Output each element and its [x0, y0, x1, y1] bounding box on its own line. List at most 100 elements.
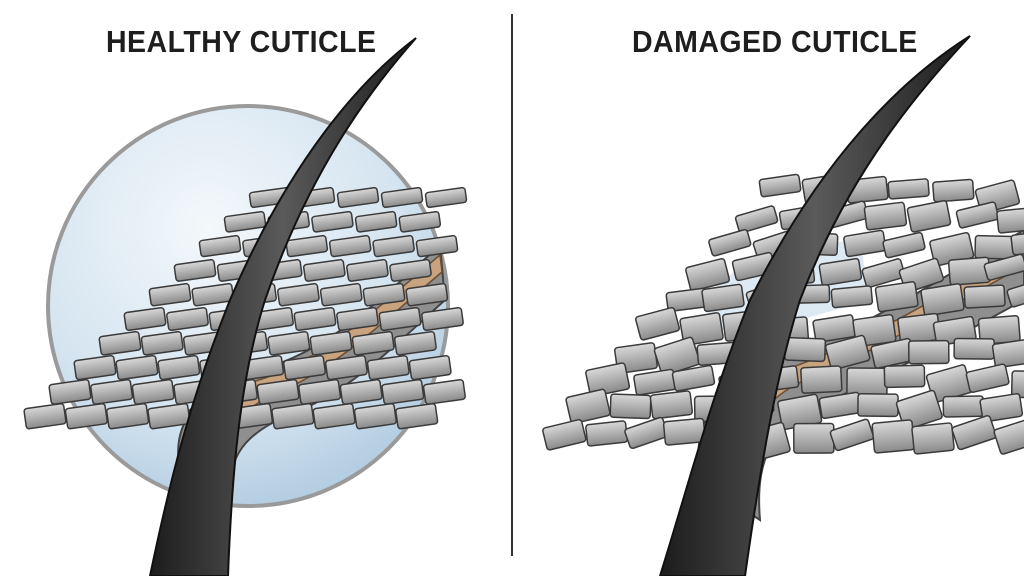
- healthy-scales: [23, 186, 468, 430]
- lifted-cuticle-scale: [883, 364, 926, 389]
- lifted-cuticle-scale: [671, 364, 716, 392]
- lifted-cuticle-scale: [708, 229, 752, 257]
- cuticle-scale: [324, 354, 368, 381]
- lifted-cuticle-scale: [947, 256, 991, 286]
- lifted-cuticle-scale: [1010, 370, 1024, 399]
- cuticle-scale: [293, 306, 337, 332]
- cuticle-scale: [64, 402, 108, 430]
- cuticle-scale: [98, 330, 142, 356]
- cuticle-scale: [346, 258, 389, 282]
- lifted-cuticle-scale: [991, 338, 1024, 369]
- cuticle-scale: [336, 306, 379, 332]
- cuticle-scale: [48, 378, 92, 405]
- cuticle-scale: [398, 210, 442, 233]
- lifted-cuticle-scale: [609, 393, 652, 420]
- lifted-cuticle-scale: [953, 337, 996, 360]
- cuticle-scale: [393, 330, 437, 356]
- lifted-cuticle-scale: [911, 422, 955, 455]
- lifted-cuticle-scale: [635, 306, 681, 341]
- lifted-cuticle-scale: [996, 206, 1024, 234]
- lifted-cuticle-scale: [882, 231, 926, 259]
- lifted-cuticle-scale: [818, 257, 863, 287]
- lifted-cuticle-scale: [983, 253, 1024, 281]
- cuticle-scale: [285, 234, 329, 258]
- cuticle-scale: [267, 330, 311, 356]
- lifted-cuticle-scale: [542, 418, 587, 451]
- cuticle-scale: [353, 402, 397, 430]
- lifted-cuticle-scale: [887, 178, 930, 200]
- cuticle-scale: [302, 258, 346, 282]
- lifted-cuticle-scale: [871, 419, 915, 454]
- lifted-cuticle-scale: [685, 257, 731, 292]
- cuticle-scale: [354, 210, 398, 233]
- cuticle-scale: [157, 354, 201, 381]
- cuticle-scale: [421, 306, 464, 332]
- lifted-cuticle-scale: [624, 416, 669, 450]
- lifted-cuticle-scale: [907, 339, 950, 365]
- cuticle-scale: [312, 402, 356, 430]
- cuticle-scale: [166, 306, 209, 332]
- cuticle-scale: [309, 330, 353, 356]
- lifted-cuticle-scale: [1010, 230, 1024, 256]
- lifted-cuticle-scale: [843, 229, 887, 258]
- healthy-cuticle-title: HEALTHY CUTICLE: [106, 24, 377, 59]
- lifted-cuticle-scale: [874, 281, 919, 313]
- lifted-cuticle-scale: [662, 417, 706, 446]
- lifted-cuticle-scale: [974, 234, 1017, 260]
- cuticle-scale: [319, 282, 363, 307]
- lifted-cuticle-scale: [920, 283, 965, 317]
- cuticle-scale: [366, 354, 410, 381]
- cuticle-scale: [173, 258, 217, 282]
- cuticle-scale: [277, 282, 320, 307]
- cuticle-scale: [362, 282, 406, 307]
- lifted-cuticle-scale: [979, 393, 1024, 423]
- lifted-cuticle-scale: [906, 200, 952, 233]
- lifted-cuticle-scale: [863, 201, 908, 231]
- lifted-cuticle-scale: [800, 365, 843, 394]
- lifted-cuticle-scale: [942, 395, 985, 418]
- cuticle-scale: [23, 402, 67, 430]
- cuticle-scale: [106, 402, 150, 430]
- cuticle-scale: [405, 282, 449, 307]
- lifted-cuticle-scale: [824, 334, 871, 371]
- cuticle-scale: [73, 354, 117, 381]
- lifted-cuticle-scale: [734, 205, 779, 234]
- cuticle-scale: [380, 186, 424, 209]
- cuticle-scale: [223, 210, 267, 233]
- lifted-cuticle-scale: [585, 420, 629, 447]
- cuticle-scale: [389, 258, 432, 282]
- lifted-cuticle-scale: [829, 418, 875, 452]
- lifted-cuticle-scale: [963, 284, 1006, 309]
- cuticle-scale: [147, 402, 191, 430]
- cuticle-scale: [148, 282, 192, 307]
- cuticle-scale: [131, 378, 175, 405]
- lifted-cuticle-scale: [951, 415, 997, 451]
- lifted-cuticle-scale: [792, 422, 835, 454]
- lifted-cuticle-scale: [830, 285, 874, 309]
- cuticle-scale: [328, 234, 372, 258]
- cuticle-scale: [351, 330, 395, 356]
- damaged-cuticle-title: DAMAGED CUTICLE: [632, 24, 918, 59]
- lifted-cuticle-scale: [955, 201, 1000, 229]
- lifted-cuticle-scale: [758, 173, 802, 198]
- lifted-cuticle-scale: [649, 390, 694, 420]
- cuticle-scale: [298, 378, 342, 405]
- cuticle-scale: [378, 306, 422, 332]
- lifted-cuticle-scale: [701, 283, 745, 313]
- cuticle-scale: [198, 234, 242, 258]
- lifted-cuticle-scale: [633, 368, 677, 396]
- cuticle-scale: [395, 402, 439, 430]
- cuticle-scale: [424, 186, 468, 209]
- healthy-panel: [23, 37, 468, 576]
- lifted-cuticle-scale: [965, 363, 1010, 394]
- cuticle-scale: [311, 210, 354, 233]
- lifted-cuticle-scale: [857, 393, 899, 418]
- cuticle-scale: [415, 234, 459, 258]
- cuticle-scale: [282, 354, 327, 381]
- cuticle-scale: [372, 234, 415, 258]
- hair-shaft: [148, 37, 417, 576]
- cuticle-scale: [408, 354, 452, 381]
- cuticle-scale: [140, 330, 184, 356]
- lifted-cuticle-scale: [784, 336, 827, 363]
